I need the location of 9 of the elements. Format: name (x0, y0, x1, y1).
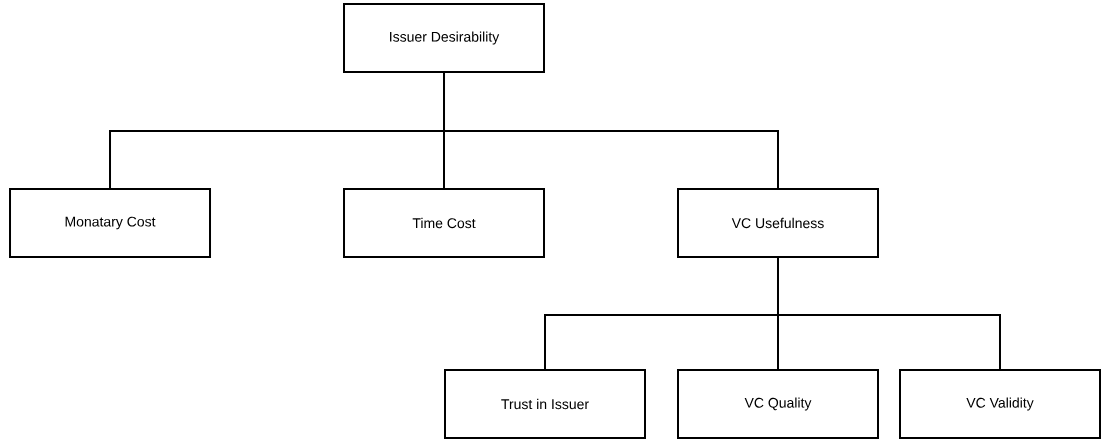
process-box: VC Validity (899, 369, 1101, 439)
connector-line (443, 72, 779, 189)
process-box: VC Quality (677, 369, 879, 439)
process-box: Issuer Desirability (343, 3, 545, 73)
process-box: VC Usefulness (677, 188, 879, 258)
connector-line (777, 257, 1001, 370)
process-box: Trust in Issuer (444, 369, 646, 439)
process-box: Time Cost (343, 188, 545, 258)
process-box: Monatary Cost (9, 188, 211, 258)
